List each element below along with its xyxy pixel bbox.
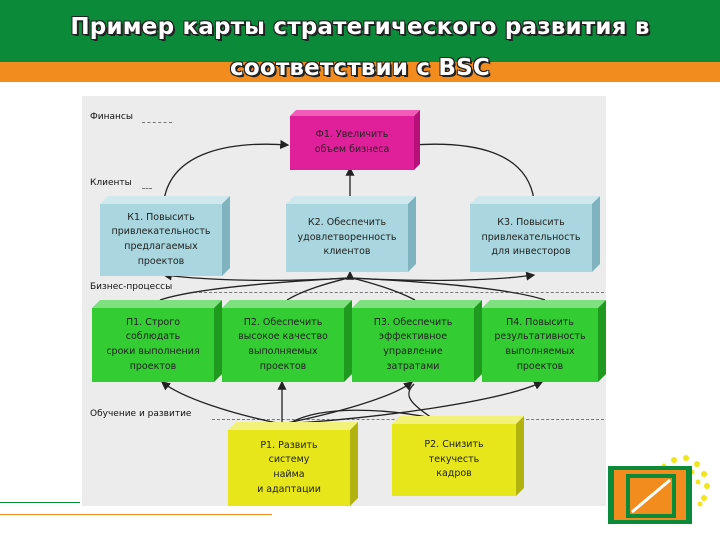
section-label-clients: Клиенты [90,178,132,188]
box-p4: П4. Повысить результативность выполняемы… [482,300,606,382]
slide-title-line-2: соответствии с BSC [229,55,491,81]
box-r1: Р1. Развить систему найма и адаптации [228,422,358,506]
title-underline-band [0,62,720,82]
box-p2-label: П2. Обеспечить высокое качество выполняе… [238,316,328,372]
box-k1-label: К1. Повысить привлекательность предлагае… [111,211,211,267]
box-k2-label: К2. Обеспечить удовлетворенность клиенто… [297,216,397,258]
arrow-p2-hub [286,277,349,301]
arrow-r2-p3 [408,383,433,419]
section-label-learning: Обучение и развитие [90,409,192,419]
box-p2: П2. Обеспечить высокое качество выполняе… [222,300,352,382]
arrow-k3-f1 [410,139,535,201]
box-k1: К1. Повысить привлекательность предлагае… [100,196,230,276]
section-label-finance: Финансы [90,112,133,122]
box-r2-label: Р2. Снизить текучесть кадров [424,438,484,480]
arrow-hub2-p1 [160,381,283,425]
box-p4-label: П4. Повысить результативность выполняемы… [494,316,586,372]
title-band [0,0,720,62]
arrow-p1-hub [159,277,349,301]
box-p1-label: П1. Строго соблюдать сроки выполнения пр… [106,316,200,372]
arrow-k1-f1 [163,139,290,201]
section-divider [142,122,172,123]
strategy-map-diagram: Финансы Клиенты Бизнес-процессы Обучение… [82,96,606,506]
box-f1: Ф1. Увеличить объем бизнеса [290,110,420,170]
arrows-layer [159,139,546,430]
arrow-r2-hub2 [291,409,433,423]
arrow-hub2-p4 [281,381,544,425]
decor-line-orange [0,514,272,515]
box-p1: П1. Строго соблюдать сроки выполнения пр… [92,300,222,382]
arrow-p4-hub [351,277,546,301]
box-r2: Р2. Снизить текучесть кадров [392,416,524,496]
arrow-p3-hub [351,277,416,301]
decor-line-green [0,502,80,503]
box-p3: П3. Обеспечить эффективное управление за… [352,300,482,382]
box-p3-label: П3. Обеспечить эффективное управление за… [373,316,453,372]
slide-title-line-1: Пример карты стратегического развития в [70,14,650,40]
box-k3: К3. Повысить привлекательность для инвес… [470,196,600,272]
arrow-hub2-p3 [281,381,414,425]
section-divider [142,188,152,189]
box-f1-label: Ф1. Увеличить объем бизнеса [314,129,390,155]
section-label-processes: Бизнес-процессы [90,282,173,292]
box-k3-label: К3. Повысить привлекательность для инвес… [481,216,581,258]
framed-orange-square-icon [608,466,692,524]
box-k2: К2. Обеспечить удовлетворенность клиенто… [286,196,416,272]
box-r1-label: Р1. Развить систему найма и адаптации [257,439,321,495]
